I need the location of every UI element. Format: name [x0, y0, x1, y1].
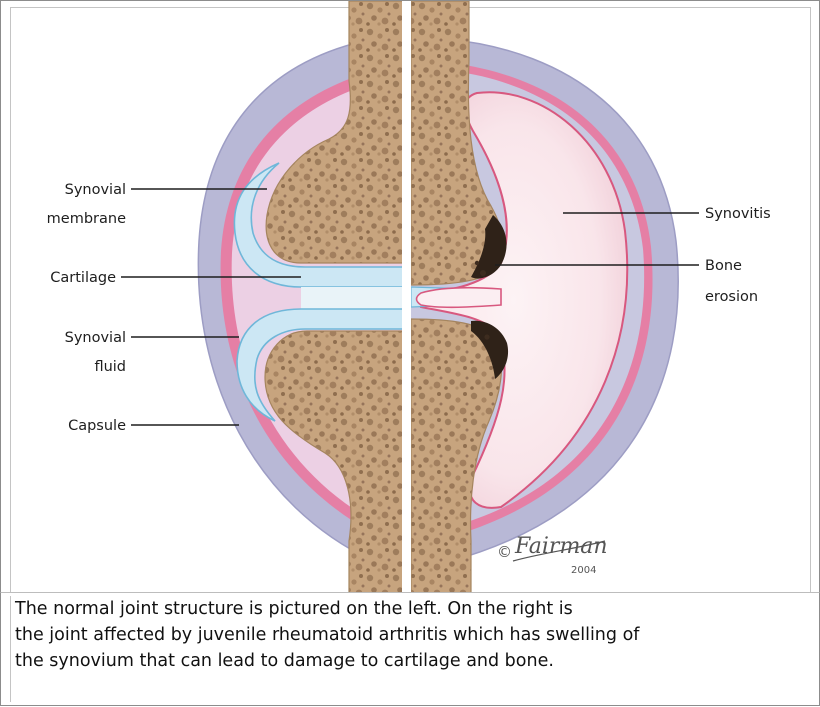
caption-line-2: the joint affected by juvenile rheumatoi…: [15, 622, 805, 648]
center-divider: [402, 1, 411, 593]
artist-signature: © Fairman 2004: [497, 534, 608, 576]
svg-text:2004: 2004: [571, 565, 596, 576]
synovial-membrane-label-line1: Synovial: [65, 182, 126, 198]
synovial-fluid-label-line2: fluid: [94, 359, 126, 375]
synovitis-label: Synovitis: [705, 206, 771, 222]
synovial-membrane-label-line2: membrane: [47, 211, 126, 227]
cartilage-label: Cartilage: [50, 270, 116, 286]
caption-line-3: the synovium that can lead to damage to …: [15, 648, 805, 674]
normal-joint: [198, 1, 405, 593]
bone-erosion-label-line1: Bone: [705, 258, 742, 274]
svg-text:Fairman: Fairman: [514, 534, 608, 559]
joint-space: [301, 287, 405, 309]
svg-text:©: ©: [497, 543, 512, 561]
figure-frame: Synovial membrane Cartilage Synovial flu…: [0, 0, 820, 593]
bone-erosion-label-line2: erosion: [705, 289, 758, 305]
caption: The normal joint structure is pictured o…: [10, 596, 805, 702]
caption-line-1: The normal joint structure is pictured o…: [15, 596, 805, 622]
caption-box: The normal joint structure is pictured o…: [0, 592, 820, 706]
affected-joint: [411, 1, 678, 593]
capsule-label: Capsule: [68, 418, 126, 434]
joint-diagram: Synovial membrane Cartilage Synovial flu…: [1, 1, 819, 593]
pannus: [417, 288, 502, 308]
synovial-fluid-label-line1: Synovial: [65, 330, 126, 346]
